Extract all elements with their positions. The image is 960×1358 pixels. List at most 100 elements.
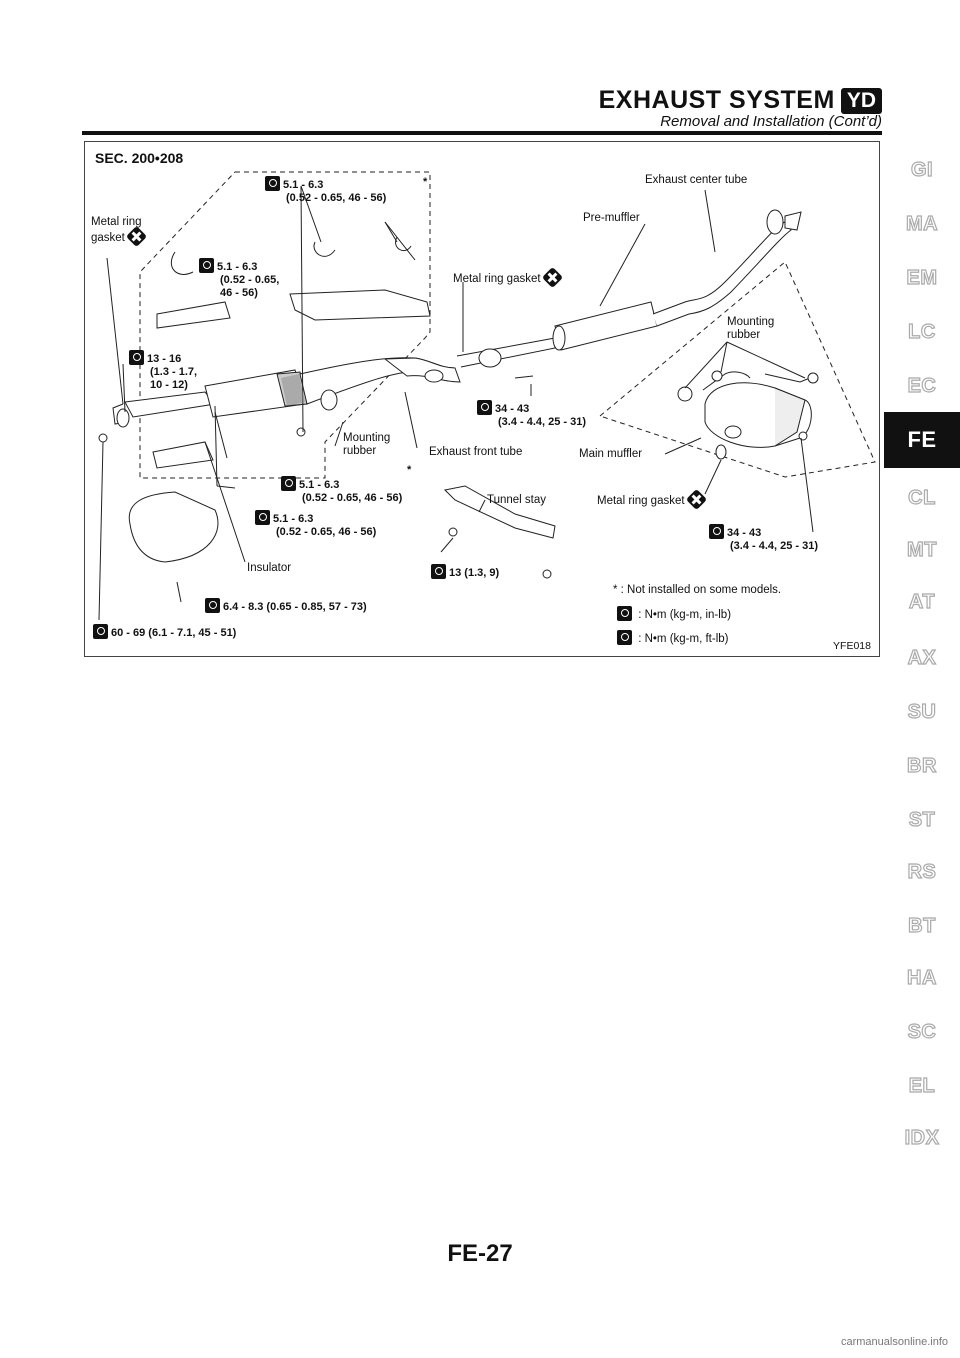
torque-spec-5: 5.1 - 6.3* (0.52 - 0.65, 46 - 56)	[281, 464, 411, 505]
label-metal-ring-gasket-bottom: Metal ring gasket	[597, 488, 707, 511]
label-tunnel-stay: Tunnel stay	[487, 494, 547, 506]
torque-spec-7: 13 (1.3, 9)	[431, 564, 499, 580]
torque-spec-4: 34 - 43 (3.4 - 4.4, 25 - 31)	[477, 400, 586, 429]
torque-detail: (3.4 - 4.4, 25 - 31)	[498, 416, 587, 428]
asterisk: *	[423, 176, 428, 188]
tab-st[interactable]: ST	[908, 808, 936, 831]
torque-inlb-icon	[617, 606, 632, 621]
replace-part-icon	[125, 225, 147, 248]
label-line: Mounting	[727, 316, 775, 328]
torque-value: 34 - 43	[727, 527, 762, 539]
torque-detail: (0.52 - 0.65, 46 - 56)	[276, 526, 377, 538]
tab-gi[interactable]: GI	[910, 158, 934, 181]
torque-value: 6.4 - 8.3 (0.65 - 0.85, 57 - 73)	[223, 601, 367, 613]
tab-ma[interactable]: MA	[905, 212, 939, 235]
header-rule	[82, 131, 882, 135]
legend-text: : N•m (kg-m, ft-lb)	[638, 633, 729, 645]
label-exhaust-center-tube: Exhaust center tube	[645, 174, 748, 186]
tab-ax[interactable]: AX	[907, 646, 937, 669]
label-text: Metal ring gasket	[597, 495, 685, 507]
label-insulator: Insulator	[247, 562, 292, 574]
tab-ec[interactable]: EC	[907, 374, 937, 397]
diagram-drawing	[98, 171, 876, 621]
label-mounting-rubber-mid: Mounting rubber	[343, 432, 390, 458]
tab-idx[interactable]: IDX	[904, 1126, 940, 1149]
tab-lc[interactable]: LC	[908, 320, 936, 343]
tab-bt[interactable]: BT	[908, 914, 936, 937]
torque-line: 5.1 - 6.3*	[281, 464, 411, 492]
title-row: EXHAUST SYSTEM YD	[599, 86, 882, 115]
label-line: rubber	[727, 329, 761, 341]
torque-detail: 46 - 56)	[220, 287, 258, 299]
torque-line: 34 - 43	[709, 524, 818, 540]
torque-detail: (0.52 - 0.65, 46 - 56)	[302, 492, 403, 504]
torque-line: 5.1 - 6.3	[199, 258, 279, 274]
torque-detail: (0.52 - 0.65,	[220, 274, 280, 286]
torque-value: 5.1 - 6.3	[283, 179, 324, 191]
label-line: Metal ring	[91, 216, 142, 228]
tab-sc[interactable]: SC	[907, 1020, 937, 1043]
legend-inlb: : N•m (kg-m, in-lb)	[617, 606, 731, 622]
label-mounting-rubber-right: Mounting rubber	[727, 316, 774, 342]
torque-inlb-icon	[281, 476, 296, 491]
watermark: carmanualsonline.info	[840, 1336, 948, 1348]
page-header: EXHAUST SYSTEM YD Removal and Installati…	[82, 80, 882, 134]
label-text: Metal ring gasket	[453, 273, 541, 285]
legend-not-installed: * : Not installed on some models.	[613, 584, 782, 596]
page-subtitle: Removal and Installation (Cont’d)	[660, 113, 882, 130]
torque-ftlb-icon	[431, 564, 446, 579]
dashed-box-front	[139, 171, 431, 479]
tab-br[interactable]: BR	[906, 754, 937, 777]
torque-ftlb-icon	[129, 350, 144, 365]
tab-at[interactable]: AT	[908, 590, 936, 613]
tab-fe[interactable]: FE	[884, 412, 960, 468]
torque-inlb-icon	[255, 510, 270, 525]
torque-spec-10: 60 - 69 (6.1 - 7.1, 45 - 51)	[93, 624, 236, 640]
figure-id: YFE018	[833, 640, 871, 652]
torque-value: 13 (1.3, 9)	[449, 567, 500, 579]
torque-ftlb-icon	[709, 524, 724, 539]
label-line: Mounting	[343, 432, 391, 444]
torque-line: 5.1 - 6.3 *	[265, 176, 427, 192]
torque-inlb-icon	[205, 598, 220, 613]
torque-detail: (0.52 - 0.65, 46 - 56)	[286, 192, 387, 204]
torque-inlb-icon	[265, 176, 280, 191]
torque-detail: 10 - 12)	[150, 379, 188, 391]
torque-spec-8: 34 - 43 (3.4 - 4.4, 25 - 31)	[709, 524, 818, 553]
torque-value: 5.1 - 6.3	[273, 513, 314, 525]
page-title: EXHAUST SYSTEM	[598, 86, 835, 114]
torque-ftlb-icon	[477, 400, 492, 415]
torque-line: 13 - 16	[129, 350, 197, 366]
torque-detail: (1.3 - 1.7,	[150, 366, 198, 378]
torque-ftlb-icon	[93, 624, 108, 639]
torque-spec-3: 13 - 16 (1.3 - 1.7, 10 - 12)	[129, 350, 197, 392]
tab-cl[interactable]: CL	[908, 486, 936, 509]
asterisk: *	[407, 464, 412, 476]
catalyst-shading	[281, 374, 305, 406]
torque-line: 34 - 43	[477, 400, 586, 416]
tab-em[interactable]: EM	[906, 266, 938, 289]
torque-value: 60 - 69 (6.1 - 7.1, 45 - 51)	[111, 627, 237, 639]
replace-part-icon	[541, 266, 563, 289]
legend-text: : N•m (kg-m, in-lb)	[638, 609, 732, 621]
engine-badge: YD	[840, 87, 882, 114]
torque-line: 5.1 - 6.3	[255, 510, 376, 526]
torque-spec-6: 5.1 - 6.3 (0.52 - 0.65, 46 - 56)	[255, 510, 376, 539]
tab-ha[interactable]: HA	[906, 966, 937, 989]
tab-mt[interactable]: MT	[906, 538, 937, 561]
tab-rs[interactable]: RS	[907, 860, 937, 883]
tab-el[interactable]: EL	[908, 1074, 936, 1097]
page-number: FE-27	[447, 1240, 513, 1267]
section-number: SEC. 200•208	[95, 150, 184, 166]
torque-inlb-icon	[199, 258, 214, 273]
torque-value: 5.1 - 6.3	[217, 261, 258, 273]
exhaust-system-diagram: SEC. 200•208 YFE018 Exhaust center tube …	[84, 141, 880, 657]
tab-su[interactable]: SU	[907, 700, 937, 723]
torque-spec-1: 5.1 - 6.3 * (0.52 - 0.65, 46 - 56)	[265, 176, 427, 205]
label-pre-muffler: Pre-muffler	[583, 212, 640, 224]
label-metal-ring-gasket-left: Metal ring gasket	[91, 216, 147, 248]
torque-value: 34 - 43	[495, 403, 530, 415]
label-line: gasket	[91, 225, 147, 248]
torque-detail: (3.4 - 4.4, 25 - 31)	[730, 540, 819, 552]
torque-ftlb-icon	[617, 630, 632, 645]
